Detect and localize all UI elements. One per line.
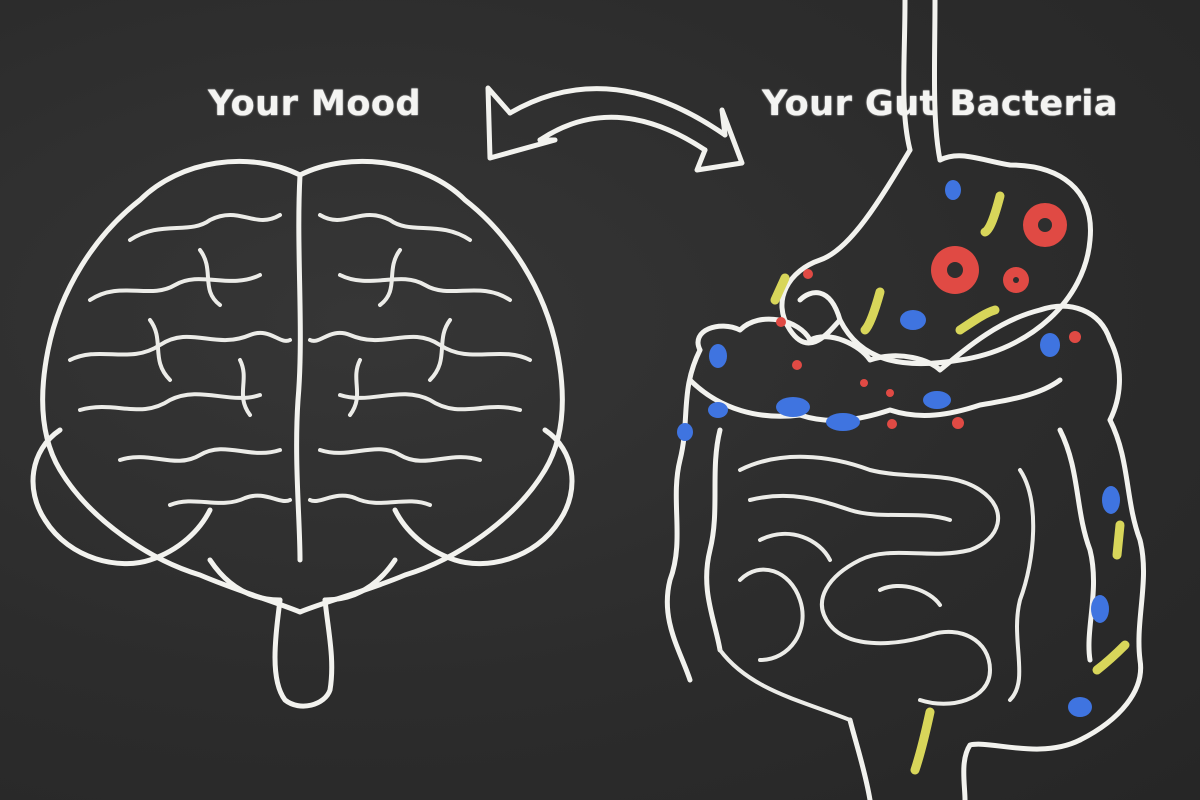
yellow-bacteria-icon [770,191,1130,775]
blue-bacteria-icon [677,180,1120,717]
your-mood-label: Your Mood [208,84,422,124]
your-gut-bacteria-label: Your Gut Bacteria [762,84,1118,124]
